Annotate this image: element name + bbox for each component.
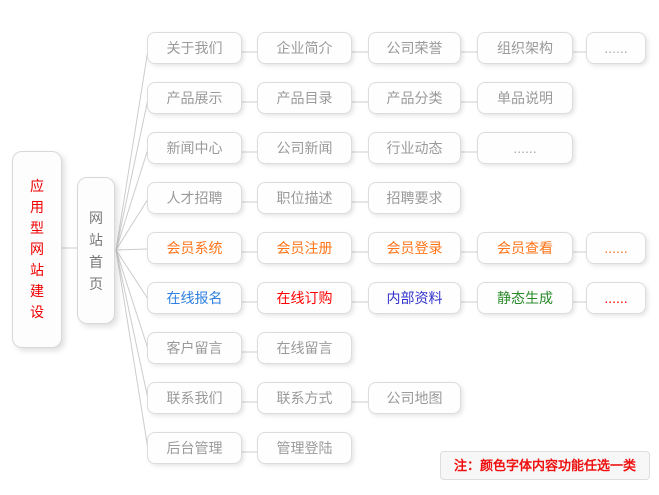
node-online-order: 在线订购 bbox=[257, 282, 352, 314]
node-internal-data: 内部资料 bbox=[368, 282, 461, 314]
node-org-structure: 组织架构 bbox=[477, 32, 573, 64]
node-customer-messages: 客户留言 bbox=[147, 332, 242, 364]
node-member-login: 会员登录 bbox=[368, 232, 461, 264]
node-product-display: 产品展示 bbox=[147, 82, 242, 114]
node-more-about: ...... bbox=[586, 32, 646, 64]
note-box: 注：颜色字体内容功能任选一类 bbox=[440, 451, 650, 480]
node-recruitment: 人才招聘 bbox=[147, 182, 242, 214]
node-online-message: 在线留言 bbox=[257, 332, 352, 364]
node-more-online: ...... bbox=[586, 282, 646, 314]
node-admin: 后台管理 bbox=[147, 432, 242, 464]
node-company-profile: 企业简介 bbox=[257, 32, 352, 64]
node-online-signup: 在线报名 bbox=[147, 282, 242, 314]
home-node: 网站首页 bbox=[77, 177, 115, 324]
node-industry-news: 行业动态 bbox=[368, 132, 461, 164]
root-node-label: 应用型网站建设 bbox=[30, 178, 44, 320]
node-contact-us: 联系我们 bbox=[147, 382, 242, 414]
node-product-categories: 产品分类 bbox=[368, 82, 461, 114]
node-member-view: 会员查看 bbox=[477, 232, 573, 264]
home-node-label: 网站首页 bbox=[89, 209, 103, 292]
node-news-center: 新闻中心 bbox=[147, 132, 242, 164]
node-product-catalog: 产品目录 bbox=[257, 82, 352, 114]
node-company-honors: 公司荣誉 bbox=[368, 32, 461, 64]
node-job-description: 职位描述 bbox=[257, 182, 352, 214]
node-company-map: 公司地图 bbox=[368, 382, 461, 414]
node-more-news: ...... bbox=[477, 132, 573, 164]
node-job-requirements: 招聘要求 bbox=[368, 182, 461, 214]
node-product-details: 单品说明 bbox=[477, 82, 573, 114]
node-more-member: ...... bbox=[586, 232, 646, 264]
node-admin-login: 管理登陆 bbox=[257, 432, 352, 464]
node-member-system: 会员系统 bbox=[147, 232, 242, 264]
node-about-us: 关于我们 bbox=[147, 32, 242, 64]
node-contact-info: 联系方式 bbox=[257, 382, 352, 414]
node-member-register: 会员注册 bbox=[257, 232, 352, 264]
node-static-generation: 静态生成 bbox=[477, 282, 573, 314]
root-node: 应用型网站建设 bbox=[12, 151, 62, 348]
node-company-news: 公司新闻 bbox=[257, 132, 352, 164]
